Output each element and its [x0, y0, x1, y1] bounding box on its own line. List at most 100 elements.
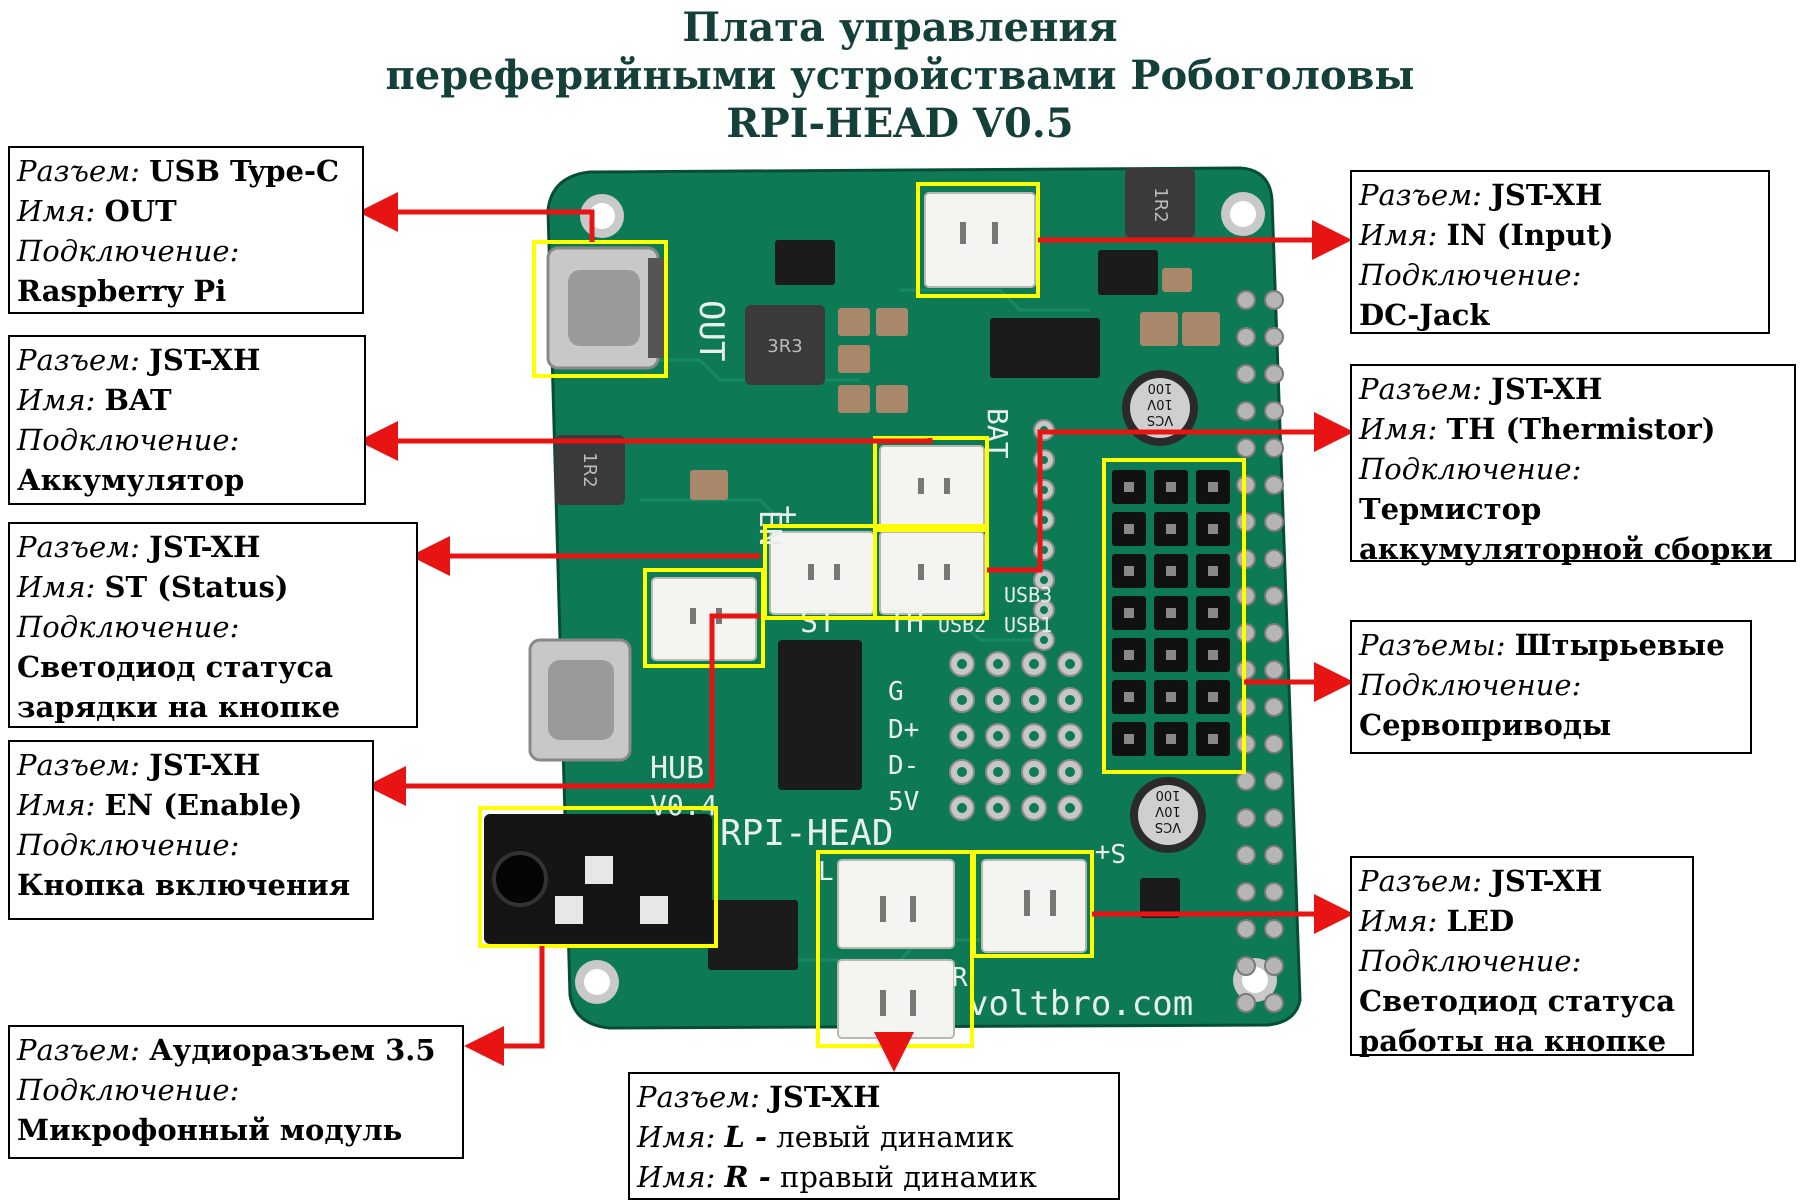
audio-jack-3-5 — [484, 814, 712, 944]
gpio-hole — [1264, 808, 1284, 828]
gpio-hole — [1264, 475, 1284, 495]
electrolytic-cap-top: VCS 10V 100 — [1122, 370, 1198, 446]
silk-st: ST — [800, 605, 836, 640]
gpio-hole — [1264, 845, 1284, 865]
usb-pad-grid — [949, 419, 1083, 821]
silk-usb3: USB3 — [1004, 583, 1052, 607]
gpio-hole — [1264, 697, 1284, 717]
mounting-holes — [575, 192, 1277, 1004]
hub-chip — [778, 640, 862, 790]
small-chip-3 — [1140, 878, 1180, 918]
usb-c-out-connector — [546, 246, 664, 370]
gpio-hole — [1264, 401, 1284, 421]
gpio-hole — [1264, 327, 1284, 347]
gpio-hole — [1236, 845, 1256, 865]
silk-website: voltbro.com — [968, 984, 1193, 1024]
callout-usb-out: Разъем: USB Type-C Имя: OUT Подключение:… — [8, 146, 364, 314]
svg-text:3R3: 3R3 — [767, 336, 802, 357]
callout-speakers: Разъем: JST-XH Имя: L - левый динамик Им… — [628, 1072, 1120, 1200]
gpio-hole — [1236, 919, 1256, 939]
gpio-hole — [1236, 956, 1256, 976]
ceramic-capacitors — [690, 268, 1220, 500]
gpio-hole — [1264, 956, 1284, 976]
svg-text:100: 100 — [1148, 380, 1173, 395]
gpio-hole — [1236, 771, 1256, 791]
svg-text:1R2: 1R2 — [1150, 187, 1171, 222]
gpio-hole — [1264, 771, 1284, 791]
svg-text:VCS: VCS — [1147, 412, 1173, 427]
gpio-hole — [1264, 586, 1284, 606]
title-line-2: переферийными устройствами Робоголовы — [385, 52, 1415, 99]
inductor-3r3: 3R3 — [745, 305, 825, 385]
silk-hub: HUB — [650, 751, 704, 786]
jst-in-body — [924, 192, 1036, 288]
jst-st-body — [651, 577, 757, 661]
gpio-hole — [1264, 734, 1284, 754]
audio-amp-chip — [708, 900, 798, 970]
callout-audio: Разъем: Аудиоразъем 3.5 Подключение: Мик… — [8, 1025, 464, 1159]
silk-out: OUT — [691, 300, 731, 361]
silk-hub-ver: V0.4 — [650, 789, 717, 822]
silk-usb1: USB1 — [1004, 613, 1052, 637]
highlight-led — [972, 850, 1094, 958]
silk-plus: + — [778, 495, 797, 533]
title-line-3: RPI-HEAD V0.5 — [726, 100, 1074, 147]
gpio-hole — [1236, 290, 1256, 310]
jst-led-body — [981, 859, 1087, 953]
callout-servo: Разъемы: Штырьевые Подключение: Сервопри… — [1350, 620, 1752, 754]
callout-led: Разъем: JST-XH Имя: LED Подключение: Све… — [1350, 856, 1694, 1058]
small-chip-2 — [1098, 250, 1158, 295]
silk-5v: 5V — [888, 787, 919, 817]
silk-s-plus: S+ — [1095, 837, 1126, 867]
svg-text:10V: 10V — [1155, 803, 1181, 818]
gpio-hole — [1264, 549, 1284, 569]
silk-r: R — [952, 963, 968, 993]
gpio-hole — [1264, 993, 1284, 1013]
highlight-st — [643, 568, 765, 668]
gpio-hole — [1264, 919, 1284, 939]
callout-bat: Разъем: JST-XH Имя: BAT Подключение: Акк… — [8, 335, 366, 505]
arrow-usb-out — [358, 192, 595, 242]
arrow-en — [366, 613, 760, 806]
jst-connectors — [651, 192, 1087, 1039]
silk-dplus: D+ — [888, 715, 919, 745]
gpio-hole — [1264, 660, 1284, 680]
gpio-hole — [1264, 623, 1284, 643]
servo-pin-headers — [1112, 470, 1230, 756]
gpio-hole — [1236, 364, 1256, 384]
silk-board-name: RPI-HEAD — [720, 813, 893, 854]
arrow-bat — [358, 421, 933, 461]
svg-text:1R2: 1R2 — [579, 452, 600, 487]
title-line-1: Плата управления — [682, 4, 1118, 51]
silk-en: EN — [752, 510, 787, 546]
gpio-hole — [1264, 438, 1284, 458]
usb-c-hub-connector — [528, 638, 632, 762]
callout-th: Разъем: JST-XH Имя: TH (Thermistor) Подк… — [1350, 364, 1796, 566]
silk-th: TH — [888, 605, 924, 640]
inductor-1r2-top: 1R2 — [1125, 168, 1195, 238]
highlight-audio — [478, 806, 718, 948]
power-chip — [990, 318, 1100, 378]
inductor-1r2-left: 1R2 — [555, 435, 625, 505]
silk-l: L — [818, 857, 834, 887]
svg-text:100: 100 — [1156, 787, 1181, 802]
gpio-hole — [1236, 438, 1256, 458]
arrow-th — [987, 412, 1354, 573]
gpio-hole — [1236, 401, 1256, 421]
jst-r-body — [837, 959, 955, 1039]
small-chip-1 — [775, 240, 835, 285]
callout-in: Разъем: JST-XH Имя: IN (Input) Подключен… — [1350, 170, 1770, 334]
gpio-hole — [1236, 882, 1256, 902]
svg-text:VCS: VCS — [1155, 819, 1181, 834]
callout-en: Разъем: JST-XH Имя: EN (Enable) Подключе… — [8, 740, 374, 920]
callout-st: Разъем: JST-XH Имя: ST (Status) Подключе… — [8, 522, 418, 728]
arrow-audio — [464, 946, 545, 1066]
jst-bat-body — [879, 445, 985, 529]
gpio-hole — [1264, 512, 1284, 532]
jst-th-body — [879, 531, 985, 615]
highlight-usb-out — [532, 240, 668, 378]
svg-text:10V: 10V — [1147, 396, 1173, 411]
diagram-title: Плата управления переферийными устройств… — [250, 4, 1550, 148]
highlight-servo — [1102, 458, 1246, 774]
